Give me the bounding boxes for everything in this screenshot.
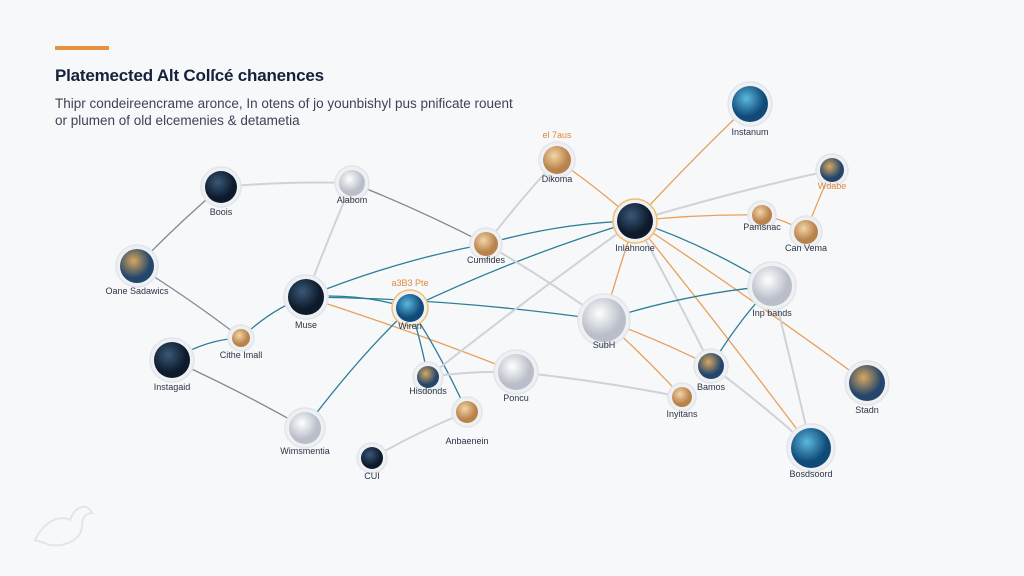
node-dane[interactable]: Oane Sadawics (105, 244, 169, 296)
node-instanum[interactable]: Instanum (727, 81, 773, 137)
node-label: Wiren (398, 321, 422, 331)
node-wimsmenta-image-icon (289, 412, 321, 444)
node-instaraid[interactable]: Instagaid (149, 337, 195, 392)
node-ancasemain[interactable]: Anbaenein (445, 396, 489, 446)
edge-ancasemain-cui (371, 411, 468, 459)
node-label: SubH (593, 340, 616, 350)
node-hub-image-icon (617, 203, 653, 239)
edge-muse-cumfides (305, 243, 487, 298)
node-label: Alabom (337, 195, 368, 205)
node-alabom[interactable]: Alabom (334, 165, 370, 205)
node-boois[interactable]: Boois (200, 166, 242, 217)
edge-wiren-hub (409, 220, 636, 309)
node-wiren[interactable]: Wiren a3B3 Pte (391, 278, 429, 331)
node-label: Dikoma (542, 174, 573, 184)
node-pamsnac-image-icon (752, 205, 772, 225)
node-label: Bamos (697, 382, 726, 392)
node-label: Cithe Imall (220, 350, 263, 360)
accent-bar (55, 46, 109, 50)
node-label: Anbaenein (445, 436, 488, 446)
node-muse[interactable]: Muse (283, 274, 329, 330)
node-tag: a3B3 Pte (391, 278, 428, 288)
node-label: Instagaid (154, 382, 191, 392)
node-label: Oane Sadawics (105, 286, 169, 296)
node-label: Can Vema (785, 243, 827, 253)
node-cui[interactable]: CUI (356, 442, 388, 481)
node-hisdonds-image-icon (417, 366, 439, 388)
node-wimsmenta[interactable]: Wimsmentia (280, 407, 330, 456)
edge-alabom-cumfides (351, 182, 487, 245)
node-canvema[interactable]: Can Vema (785, 215, 827, 253)
node-canvema-image-icon (794, 220, 818, 244)
node-cithe-image-icon (232, 329, 250, 347)
node-label: Muse (295, 320, 317, 330)
node-stadn-image-icon (849, 365, 885, 401)
page-subtitle: Thipr condeireencrame aronce, In otens o… (55, 96, 513, 128)
edge-poncu-inyitans (515, 371, 683, 398)
node-label: Boois (210, 207, 233, 217)
node-instaraid-image-icon (154, 342, 190, 378)
node-wdabe-image-icon (820, 158, 844, 182)
node-poncu[interactable]: Poncu (493, 349, 539, 403)
node-hisdonds[interactable]: Hisdonds (409, 361, 447, 396)
node-inyitans-image-icon (672, 387, 692, 407)
node-bosdsoord[interactable]: Bosdsoord (786, 423, 836, 479)
node-label: Inlahnone (615, 243, 655, 253)
node-sub-image-icon (582, 298, 626, 342)
node-label: Wimsmentia (280, 446, 330, 456)
node-label: Instanum (731, 127, 768, 137)
node-tag: el 7aus (542, 130, 572, 140)
node-bamos[interactable]: Bamos (693, 348, 729, 392)
node-label: Wdabe (818, 181, 847, 191)
node-stadn[interactable]: Stadn (844, 360, 890, 415)
node-label: Inyitans (666, 409, 698, 419)
node-instanum-image-icon (732, 86, 768, 122)
bird-watermark-icon (33, 505, 94, 547)
edge-muse-poncu (305, 296, 517, 373)
node-inpbands[interactable]: Inp bands (747, 261, 797, 318)
node-hub[interactable]: Inlahnone (612, 198, 658, 253)
node-muse-image-icon (288, 279, 324, 315)
node-wiren-image-icon (396, 294, 424, 322)
page-title: Platemected Alt Colſcé chanences (55, 66, 324, 85)
node-alabom-image-icon (339, 170, 365, 196)
node-label: Cumfides (467, 255, 506, 265)
node-sub[interactable]: SubH (577, 293, 631, 350)
node-dikoma[interactable]: Dikoma el 7aus (538, 130, 576, 184)
node-boois-image-icon (205, 171, 237, 203)
node-poncu-image-icon (498, 354, 534, 390)
node-ancasemain-image-icon (456, 401, 478, 423)
edge-hub-bosdsoord (634, 220, 812, 449)
node-cumfides-image-icon (474, 232, 498, 256)
node-inpbands-image-icon (752, 266, 792, 306)
node-wdabe[interactable]: Wdabe (815, 153, 849, 191)
node-inyitans[interactable]: Inyitans (666, 382, 698, 419)
node-label: Bosdsoord (789, 469, 832, 479)
edge-hub-wdabe (634, 169, 833, 222)
node-label: Pamsnac (743, 222, 781, 232)
node-cithe[interactable]: Cithe Imall (220, 324, 263, 360)
node-cumfides[interactable]: Cumfides (467, 227, 506, 265)
edge-hub-hisdonds (427, 220, 636, 378)
edge-hub-stadn (634, 220, 868, 384)
node-bamos-image-icon (698, 353, 724, 379)
node-label: Poncu (503, 393, 529, 403)
node-label: Inp bands (752, 308, 792, 318)
edge-muse-sub (305, 296, 605, 321)
node-label: Stadn (855, 405, 879, 415)
node-label: CUI (364, 471, 380, 481)
node-bosdsoord-image-icon (791, 428, 831, 468)
node-dikoma-image-icon (543, 146, 571, 174)
node-cui-image-icon (361, 447, 383, 469)
node-dane-image-icon (120, 249, 154, 283)
node-pamsnac[interactable]: Pamsnac (743, 200, 781, 232)
node-label: Hisdonds (409, 386, 447, 396)
